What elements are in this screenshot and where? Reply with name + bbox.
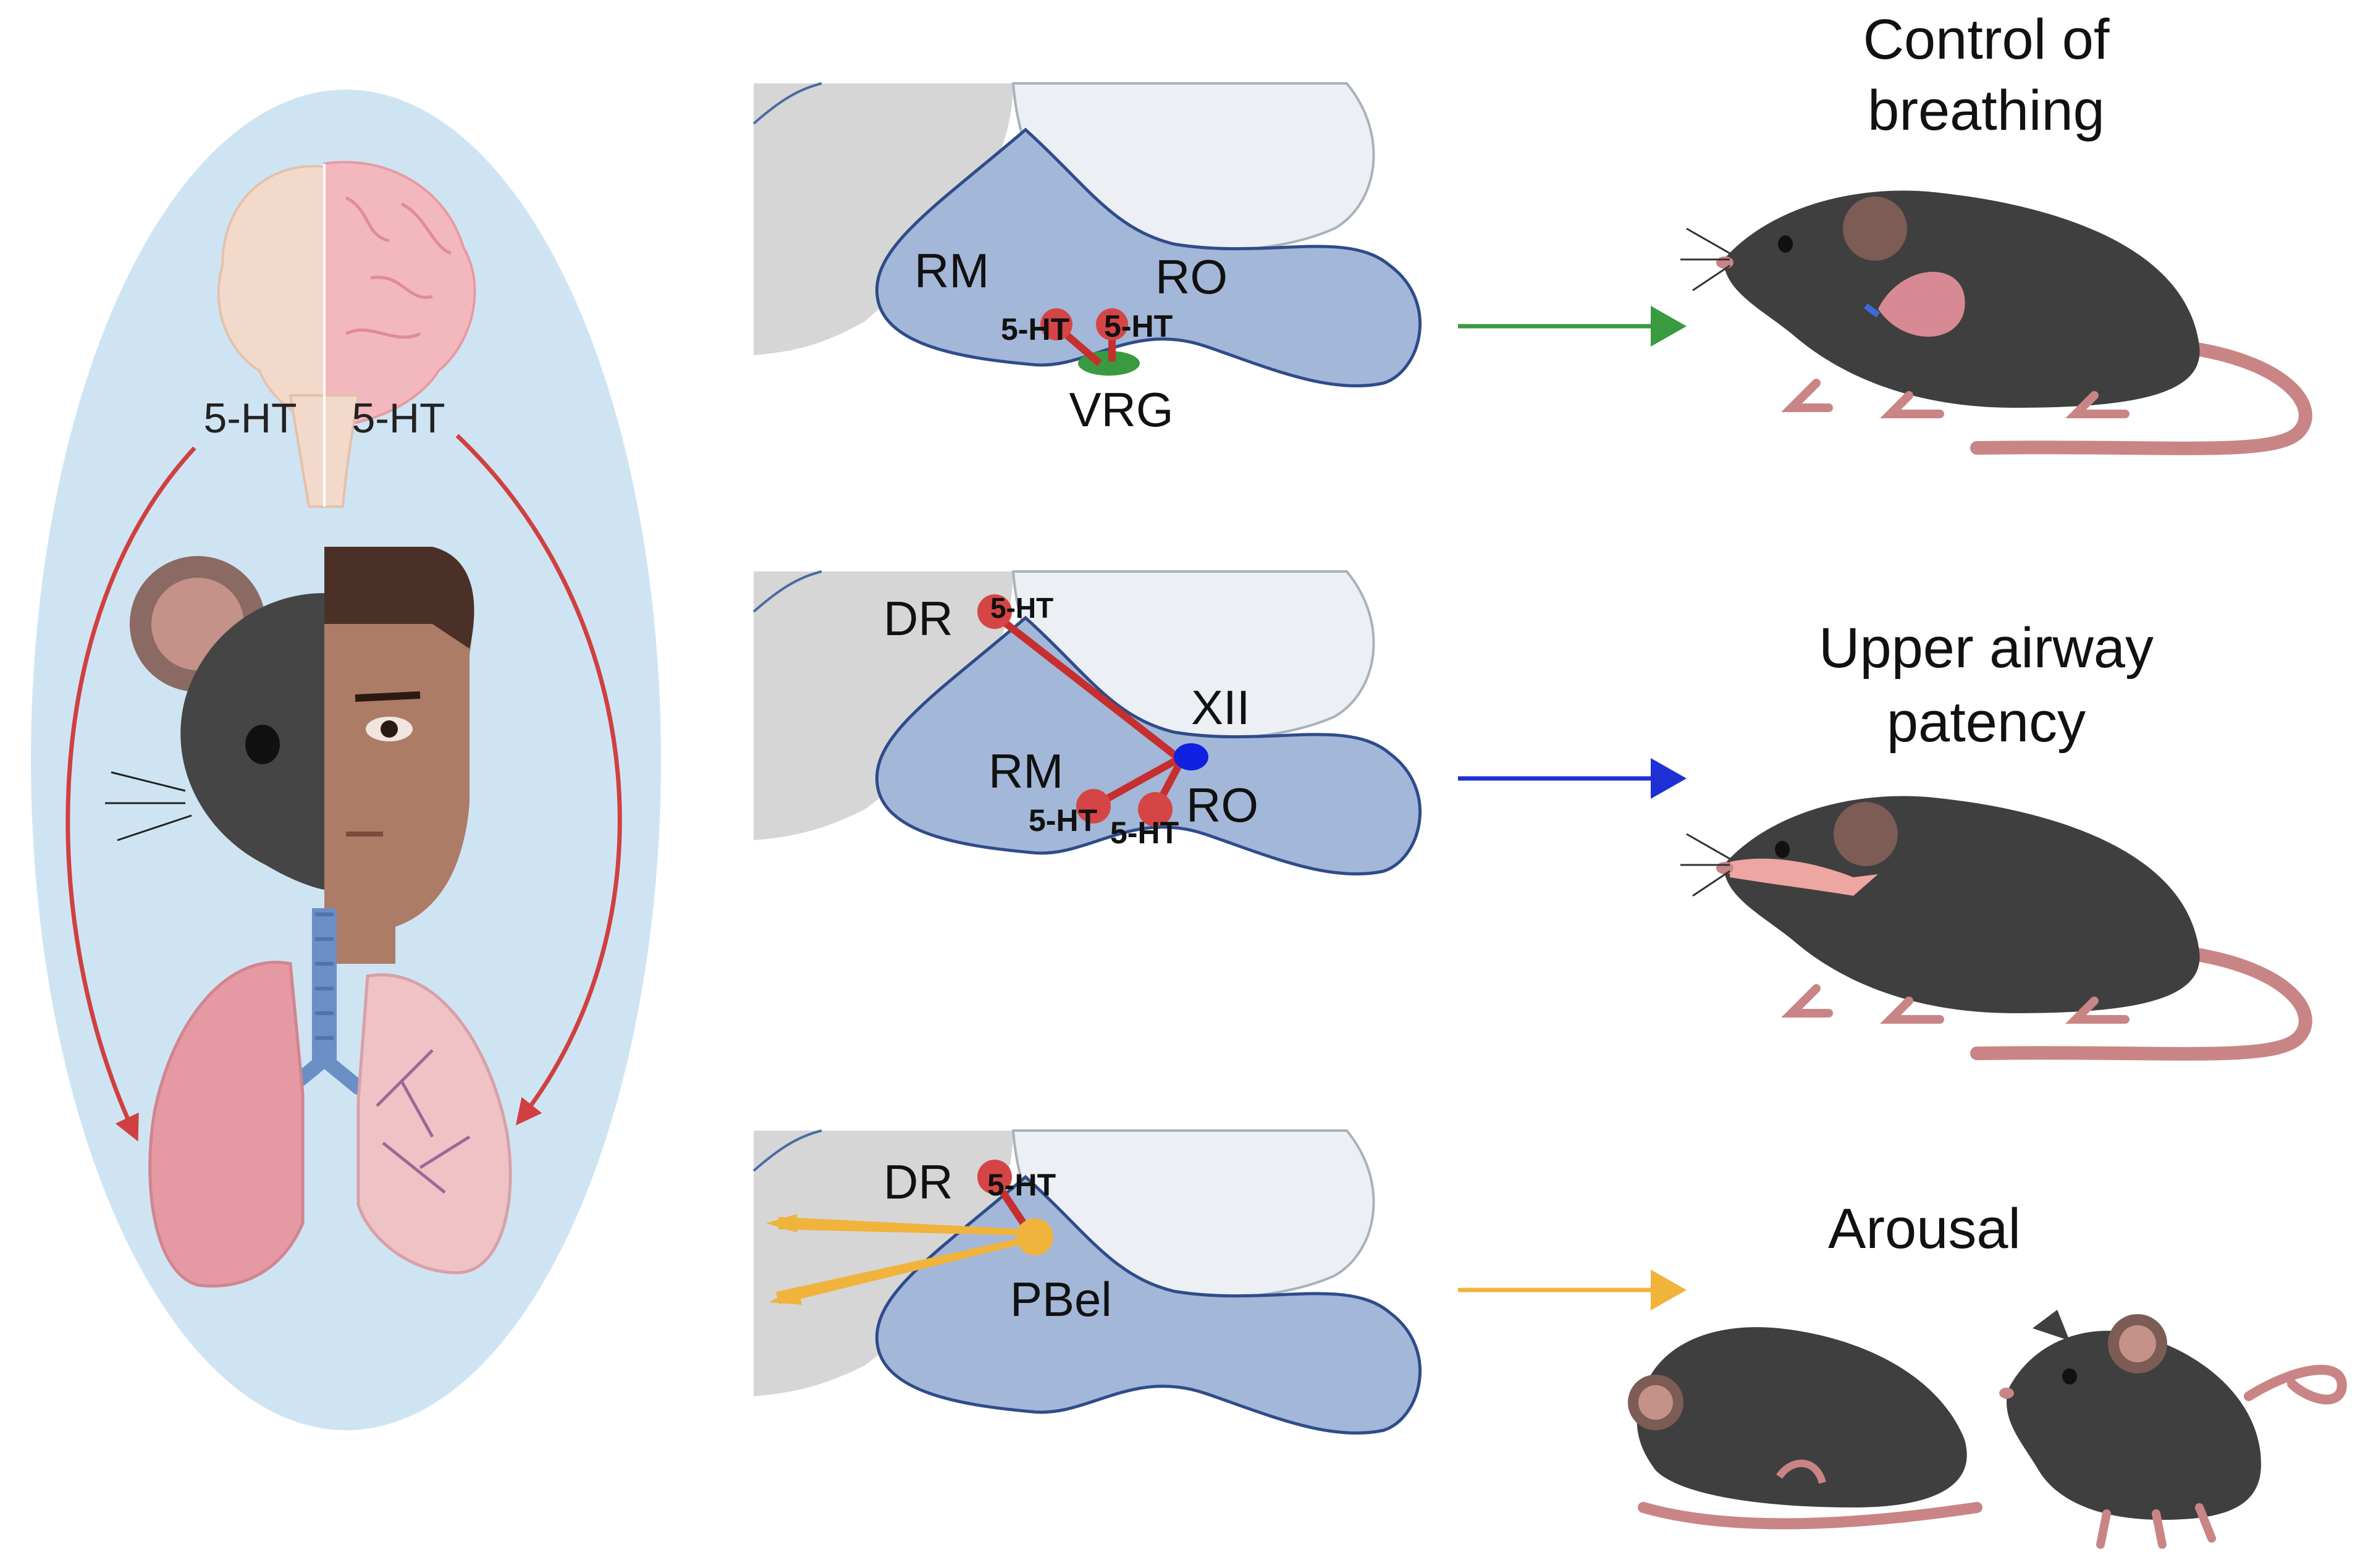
nucleus-label-xii: XII bbox=[1191, 680, 1250, 735]
lungs-icon bbox=[148, 908, 512, 1288]
brainstem bbox=[875, 615, 1422, 876]
brain-icon bbox=[217, 161, 476, 508]
outcome-title-breathing-line2: breathing bbox=[1868, 79, 2105, 142]
arrowhead-yellow bbox=[766, 1214, 797, 1233]
row-2-diagram: DR XII RM RO 5-HT 5-HT 5-HT bbox=[752, 570, 1422, 876]
row-3-diagram: DR PBel 5-HT bbox=[752, 1129, 1422, 1435]
projection-dr-xii bbox=[992, 612, 1179, 760]
outcome-title-airway-line2: patency bbox=[1887, 691, 2086, 754]
xii-nucleus bbox=[1174, 743, 1208, 770]
arrowhead-yellow-main bbox=[1651, 1270, 1687, 1310]
ht-label: 5-HT bbox=[1110, 816, 1179, 850]
arrowhead-blue bbox=[1651, 758, 1687, 799]
gray-tissue-edge bbox=[752, 1129, 822, 1172]
serotonin-neuron bbox=[1040, 308, 1072, 340]
mouse-icon-breathing bbox=[1680, 190, 2312, 455]
nucleus-label-pbel: PBel bbox=[1010, 1272, 1112, 1326]
nucleus-label-dr: DR bbox=[883, 591, 953, 646]
serotonin-neuron bbox=[1096, 308, 1128, 340]
human-head-icon bbox=[324, 547, 474, 964]
nucleus-label-rm: RM bbox=[988, 744, 1063, 798]
serotonin-neuron bbox=[1076, 789, 1111, 824]
arrowhead-green bbox=[1651, 306, 1687, 347]
nucleus-label-vrg: VRG bbox=[1069, 382, 1173, 437]
nucleus-label-rm: RM bbox=[914, 243, 989, 298]
arrow-right-curve bbox=[455, 434, 622, 1126]
serotonin-neuron-dr bbox=[977, 1160, 1012, 1194]
gray-tissue bbox=[754, 83, 1013, 355]
nucleus-label-dr: DR bbox=[883, 1155, 953, 1209]
ht-label: 5-HT bbox=[1001, 312, 1069, 347]
mouse-head-icon bbox=[105, 556, 324, 890]
label-5ht-left: 5-HT bbox=[203, 395, 297, 442]
gray-tissue-edge bbox=[752, 82, 822, 125]
nucleus-label-ro: RO bbox=[1155, 250, 1228, 304]
pbel-nucleus bbox=[1016, 1218, 1053, 1255]
arrowhead-yellow bbox=[769, 1286, 802, 1305]
serotonin-neuron-dr bbox=[977, 594, 1012, 629]
mouse-icon-airway bbox=[1680, 796, 2312, 1061]
gray-tissue-edge bbox=[752, 570, 822, 613]
ht-label: 5-HT bbox=[990, 592, 1053, 624]
outcome-title-arousal: Arousal bbox=[1828, 1197, 2021, 1260]
label-5ht-right: 5-HT bbox=[352, 395, 445, 442]
ht-label: 5-HT bbox=[987, 1168, 1056, 1202]
left-panel: 5-HT 5-HT bbox=[31, 90, 661, 1430]
mouse-icon-sleeping bbox=[1628, 1327, 1982, 1530]
gray-tissue bbox=[754, 1131, 1013, 1396]
gray-tissue bbox=[754, 571, 1013, 840]
ht-label: 5-HT bbox=[1104, 309, 1173, 344]
outcome-title-breathing-line1: Control of bbox=[1863, 8, 2110, 71]
serotonin-neuron bbox=[1138, 792, 1173, 827]
nucleus-label-ro: RO bbox=[1186, 778, 1258, 832]
mouse-icon-awake bbox=[1999, 1310, 2347, 1549]
outcome-title-airway-line1: Upper airway bbox=[1819, 617, 2154, 680]
row-1-diagram: RM RO VRG 5-HT 5-HT bbox=[752, 82, 1422, 437]
brainstem bbox=[875, 127, 1422, 388]
ht-label: 5-HT bbox=[1029, 803, 1097, 838]
arrow-left-curve bbox=[65, 446, 196, 1142]
